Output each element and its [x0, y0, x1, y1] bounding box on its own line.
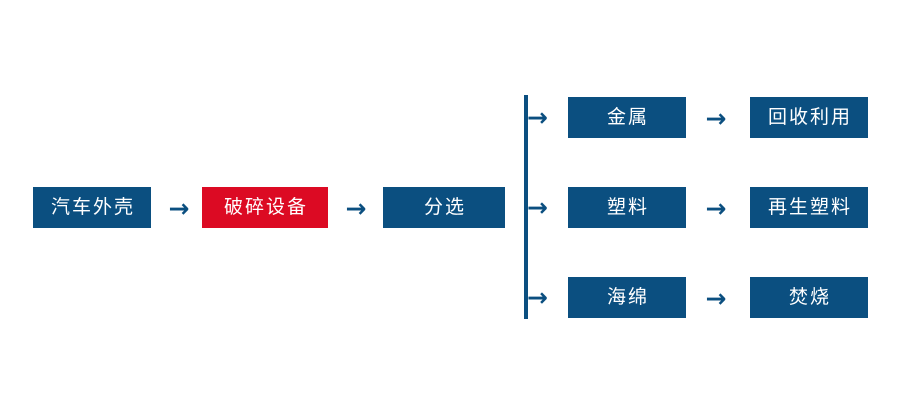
node-output-metal[interactable]: 回收利用	[750, 97, 868, 138]
arrow-metal-to-output-icon: →	[705, 103, 727, 133]
arrow-sponge-to-output-icon: →	[705, 283, 727, 313]
branch-spine-line	[524, 95, 528, 319]
node-branch-plastic[interactable]: 塑料	[568, 187, 686, 228]
node-branch-metal[interactable]: 金属	[568, 97, 686, 138]
node-source[interactable]: 汽车外壳	[33, 187, 151, 228]
node-output-sponge[interactable]: 焚烧	[750, 277, 868, 318]
branch-arrow-metal-icon: →	[527, 102, 548, 132]
node-branch-sponge[interactable]: 海绵	[568, 277, 686, 318]
node-crusher[interactable]: 破碎设备	[202, 187, 328, 228]
node-sorting[interactable]: 分选	[383, 187, 505, 228]
node-output-plastic[interactable]: 再生塑料	[750, 187, 868, 228]
arrow-source-to-crusher-icon: →	[168, 193, 190, 223]
arrow-crusher-to-sorting-icon: →	[345, 193, 367, 223]
arrow-plastic-to-output-icon: →	[705, 193, 727, 223]
branch-arrow-plastic-icon: →	[527, 192, 548, 222]
branch-arrow-sponge-icon: →	[527, 282, 548, 312]
